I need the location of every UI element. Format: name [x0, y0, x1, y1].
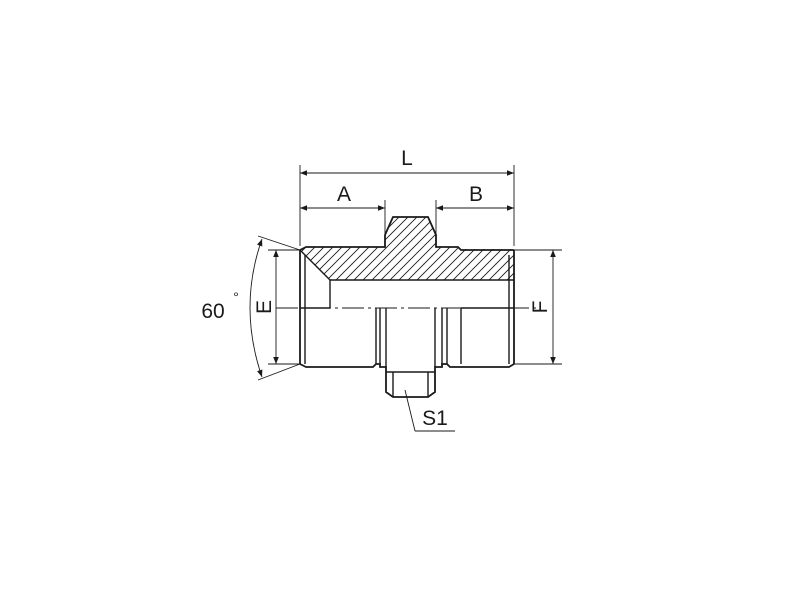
- hatch-line: [307, 217, 389, 280]
- hatch-line: [487, 217, 514, 280]
- hatch-line: [352, 217, 434, 280]
- hatch-line: [641, 210, 721, 290]
- hatch-line: [379, 217, 461, 280]
- dimension-f-label: F: [529, 301, 552, 314]
- hatch-line: [560, 210, 640, 290]
- dimension-a: A: [300, 183, 386, 234]
- dimension-b-label: B: [469, 183, 483, 206]
- dimension-l-label: L: [401, 147, 413, 170]
- hatch-line: [605, 210, 685, 290]
- dimension-a-label: A: [337, 183, 351, 206]
- hatch-line: [300, 217, 380, 280]
- hex-label: S1: [422, 407, 448, 430]
- hatch-line: [325, 217, 407, 280]
- hatch-line: [614, 210, 694, 290]
- angle-label: 60: [201, 300, 224, 323]
- hatch-line: [496, 217, 514, 280]
- hatch-line: [343, 217, 425, 280]
- dimension-f: F: [514, 249, 562, 365]
- hatch-line: [623, 210, 703, 290]
- dimension-e: E: [253, 249, 300, 365]
- angle-unit-label: °: [233, 289, 239, 305]
- hatch-line: [596, 210, 676, 290]
- hatch-line: [370, 217, 452, 280]
- angle-dimension: 60 °: [201, 235, 301, 381]
- fitting-body: [299, 216, 515, 398]
- hatch-line: [478, 217, 514, 280]
- hex-callout: S1: [404, 389, 455, 432]
- hatch-line: [361, 217, 443, 280]
- hatch-line: [551, 210, 631, 290]
- dimension-e-label: E: [253, 300, 276, 314]
- hatch-line: [632, 210, 712, 290]
- hatch-line: [569, 210, 649, 290]
- hatch-line: [334, 217, 416, 280]
- hatch-line: [388, 217, 470, 280]
- dimension-b: B: [435, 183, 514, 234]
- dimension-l: L: [299, 147, 515, 246]
- hatch-line: [587, 210, 667, 290]
- hatch-line: [578, 210, 658, 290]
